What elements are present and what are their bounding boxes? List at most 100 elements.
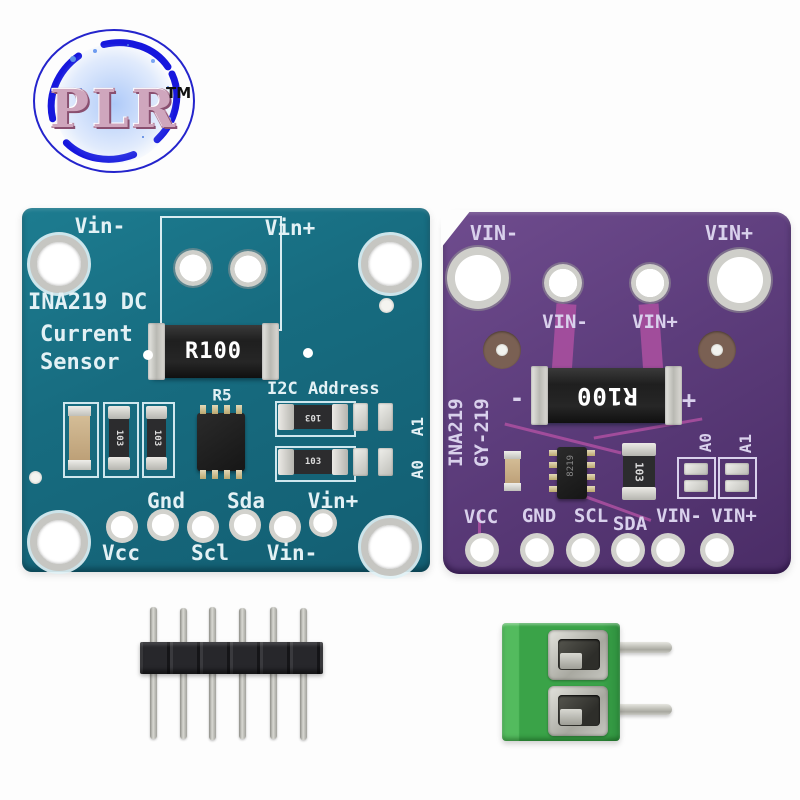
- resistor-103: 103: [146, 406, 167, 470]
- pin-hole-vinp: [309, 509, 337, 537]
- screw-terminal-2pos: [502, 618, 674, 742]
- trademark-symbol: TM: [166, 84, 192, 102]
- shunt-resistor: R100: [148, 323, 279, 380]
- a0-jumper: [677, 457, 716, 499]
- shunt-value: R100: [575, 381, 638, 410]
- jumper-pad: [378, 403, 393, 431]
- component-outline: [103, 402, 139, 478]
- gnd-label: GND: [521, 505, 557, 527]
- plus-sign: +: [681, 386, 697, 414]
- vin-minus-mid-label: VIN-: [542, 311, 588, 333]
- terminal-body: [502, 623, 620, 741]
- via-pad: [303, 348, 313, 358]
- vin-plus-label: Vin+: [264, 216, 316, 240]
- logo-circle-icon: [33, 29, 195, 173]
- vinp-bottom-label: Vin+: [307, 489, 359, 513]
- i2c-address-label: I2C Address: [267, 379, 380, 399]
- resistor-103: 103: [622, 443, 656, 500]
- board-title-line2: Current: [40, 322, 133, 347]
- teal-ina219-board: Vin- Vin+ R100 INA219 DC Current Sensor …: [22, 208, 430, 576]
- pin-hole-vinm: [269, 511, 301, 543]
- vin-plus-sense-hole: [631, 264, 669, 302]
- fiducial-pad: [698, 331, 736, 369]
- board-chamfer: [441, 210, 471, 248]
- capacitor: [68, 406, 91, 470]
- scl-label: SCL: [573, 505, 609, 527]
- pin-hole-vinm: [651, 533, 685, 567]
- component-outline: [63, 402, 99, 478]
- pin-hole-vinp: [700, 533, 734, 567]
- pin-hole-vcc: [106, 511, 138, 543]
- vin-minus-hole: [447, 247, 509, 309]
- terminal-pin: [614, 642, 672, 653]
- board-title-line1: INA219 DC: [28, 290, 148, 315]
- terminal-hole: [230, 251, 266, 287]
- jumper-pad: [353, 448, 368, 476]
- a0-label: A0: [696, 433, 715, 453]
- sda-label: Sda: [227, 489, 265, 513]
- terminal-pin: [614, 704, 672, 715]
- purple-gy219-board: VIN- VIN+ VIN- VIN+ INA219 GY-219 R100 -…: [441, 210, 791, 574]
- mount-hole: [30, 235, 88, 293]
- pin-hole-sda: [229, 509, 261, 541]
- shunt-value: R100: [185, 339, 242, 364]
- mount-hole: [30, 513, 88, 571]
- pin-hole-gnd: [147, 509, 179, 541]
- pin-hole-scl: [566, 533, 600, 567]
- board-name-gy219: GY-219: [471, 398, 493, 467]
- pin-hole-vcc: [465, 533, 499, 567]
- vinm-bottom-label: Vin-: [266, 541, 318, 565]
- ina219-chip: 8219: [549, 447, 595, 499]
- ina219-chip: [197, 405, 245, 479]
- vinp-label: VIN+: [711, 505, 757, 527]
- vin-minus-label: Vin-: [74, 214, 126, 238]
- board-title-line3: Sensor: [40, 350, 120, 375]
- component-outline: [142, 402, 175, 478]
- mount-hole: [361, 235, 419, 293]
- header-plastic-body: [140, 642, 323, 674]
- vin-plus-hole: [709, 249, 771, 311]
- brand-logo: PLR TM: [30, 26, 198, 178]
- logo-sparkle-dots: [70, 56, 76, 62]
- gnd-label: Gnd: [147, 489, 185, 513]
- a1-label: A1: [736, 434, 755, 454]
- ic-marking: 8219: [566, 455, 576, 477]
- jumper-pad: [378, 448, 393, 476]
- vin-plus-label: VIN+: [704, 221, 754, 245]
- wire-clamp: [548, 630, 608, 680]
- jumper-pad: [353, 403, 368, 431]
- test-pad: [379, 298, 394, 313]
- test-pad: [29, 471, 42, 484]
- logo-text: PLR: [50, 79, 178, 140]
- capacitor: [504, 451, 521, 491]
- vinm-label: VIN-: [656, 505, 702, 527]
- fiducial-pad: [483, 331, 521, 369]
- terminal-hole: [175, 250, 211, 286]
- wire-clamp: [548, 686, 608, 736]
- pin-hole-scl: [187, 511, 219, 543]
- resistor-103: 103: [108, 406, 130, 470]
- vcc-label: VCC: [463, 506, 499, 528]
- vin-plus-mid-label: VIN+: [632, 311, 678, 333]
- pin-hole-sda: [611, 533, 645, 567]
- scl-label: Scl: [191, 541, 229, 565]
- a1-jumper: [718, 457, 757, 499]
- vin-minus-sense-hole: [544, 264, 582, 302]
- via-pad: [143, 350, 153, 360]
- resistor-cap: [262, 323, 279, 380]
- board-name-ina219: INA219: [445, 398, 467, 467]
- minus-sign: -: [509, 384, 525, 412]
- mount-hole: [361, 518, 419, 576]
- resistor-cap: [148, 323, 165, 380]
- vin-minus-label: VIN-: [469, 221, 519, 245]
- logo-sparkle: [54, 44, 174, 164]
- shunt-resistor: R100: [531, 366, 682, 425]
- pin-hole-gnd: [520, 533, 554, 567]
- resistor-103: 103: [278, 404, 348, 430]
- a0-label: A0: [408, 460, 427, 480]
- sda-label: SDA: [612, 513, 648, 535]
- r5-label: R5: [212, 385, 232, 405]
- resistor-103: 103: [278, 449, 348, 475]
- vcc-label: Vcc: [102, 541, 140, 565]
